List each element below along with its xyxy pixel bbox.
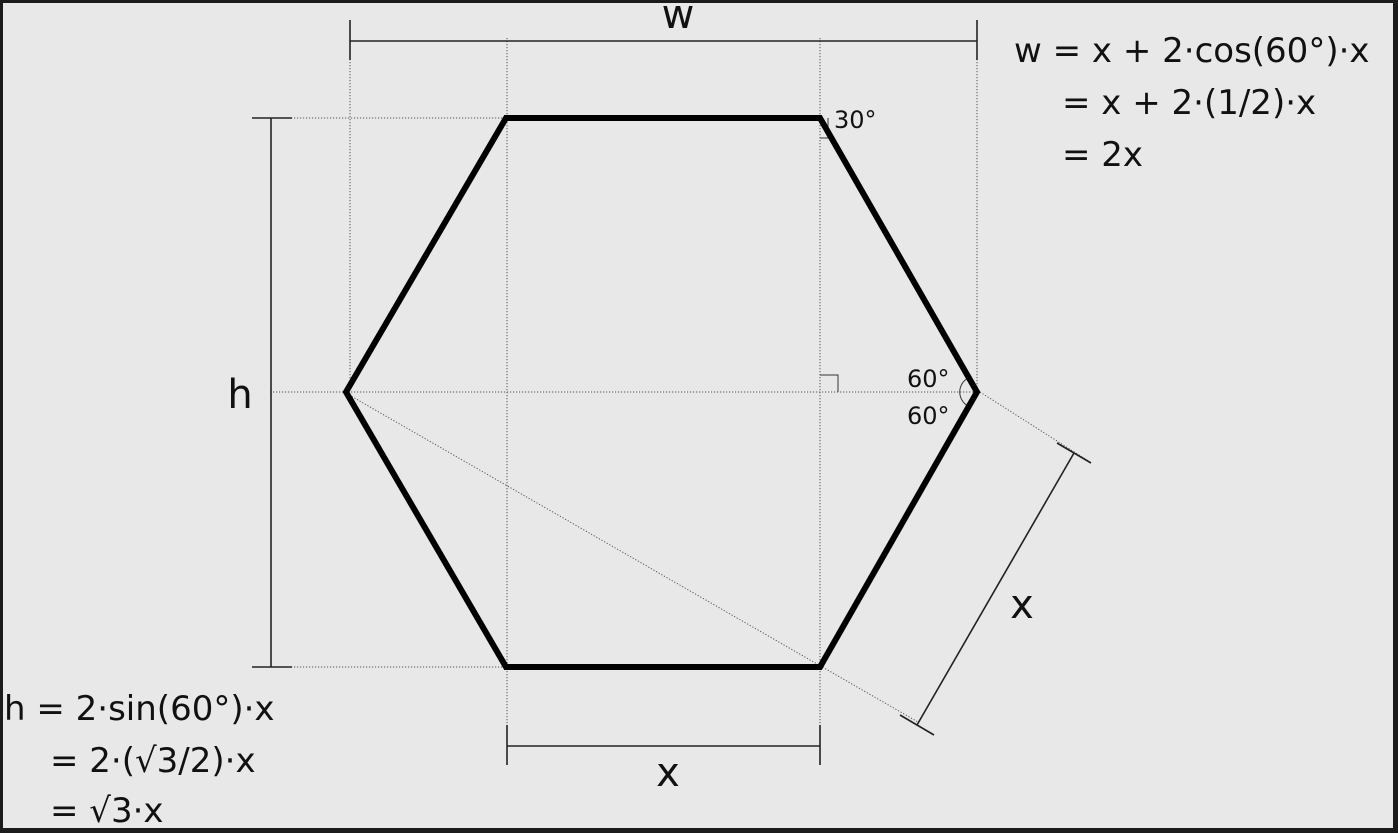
width-equation-line-2: = x + 2·(1/2)·x bbox=[1062, 83, 1316, 123]
label-w: w bbox=[662, 3, 695, 38]
side-dimension-tick-top bbox=[1056, 442, 1092, 464]
hexagon-outline bbox=[342, 115, 981, 670]
label-h: h bbox=[227, 372, 252, 418]
width-equation-line-3: = 2x bbox=[1062, 135, 1143, 175]
height-equation-line-3: = √3·x bbox=[50, 791, 164, 828]
guide-diagonal bbox=[343, 391, 919, 723]
width-equation-line-1: w = x + 2·cos(60°)·x bbox=[1014, 31, 1370, 71]
label-angle-60-upper: 60° bbox=[907, 365, 950, 393]
label-angle-30: 30° bbox=[834, 106, 877, 134]
height-equation: h = 2·sin(60°)·x = 2·(√3/2)·x = √3·x bbox=[4, 689, 275, 828]
angle-arc-right-vertex bbox=[959, 377, 969, 407]
side-dimension-tick-bottom bbox=[899, 714, 935, 736]
right-angle-marker-center bbox=[820, 374, 839, 392]
right-angle-marker-top bbox=[820, 118, 829, 139]
guide-side-extension bbox=[979, 391, 1091, 463]
width-equation: w = x + 2·cos(60°)·x = x + 2·(1/2)·x = 2… bbox=[1014, 31, 1370, 175]
hexagon-diagram: w h x x 30° 60° 60° w = x + 2·cos(60°)·x… bbox=[4, 3, 1370, 828]
label-angle-60-lower: 60° bbox=[907, 402, 950, 430]
label-x-side: x bbox=[1010, 582, 1034, 628]
side-dimension-line bbox=[916, 452, 1075, 726]
right-angle-markers bbox=[820, 118, 839, 392]
dimension-lines bbox=[252, 20, 1092, 765]
height-equation-line-1: h = 2·sin(60°)·x bbox=[4, 689, 275, 729]
construction-lines bbox=[270, 38, 1091, 765]
label-x-bottom: x bbox=[656, 750, 680, 796]
diagram-canvas: w h x x 30° 60° 60° w = x + 2·cos(60°)·x… bbox=[3, 3, 1393, 828]
height-equation-line-2: = 2·(√3/2)·x bbox=[50, 741, 256, 781]
